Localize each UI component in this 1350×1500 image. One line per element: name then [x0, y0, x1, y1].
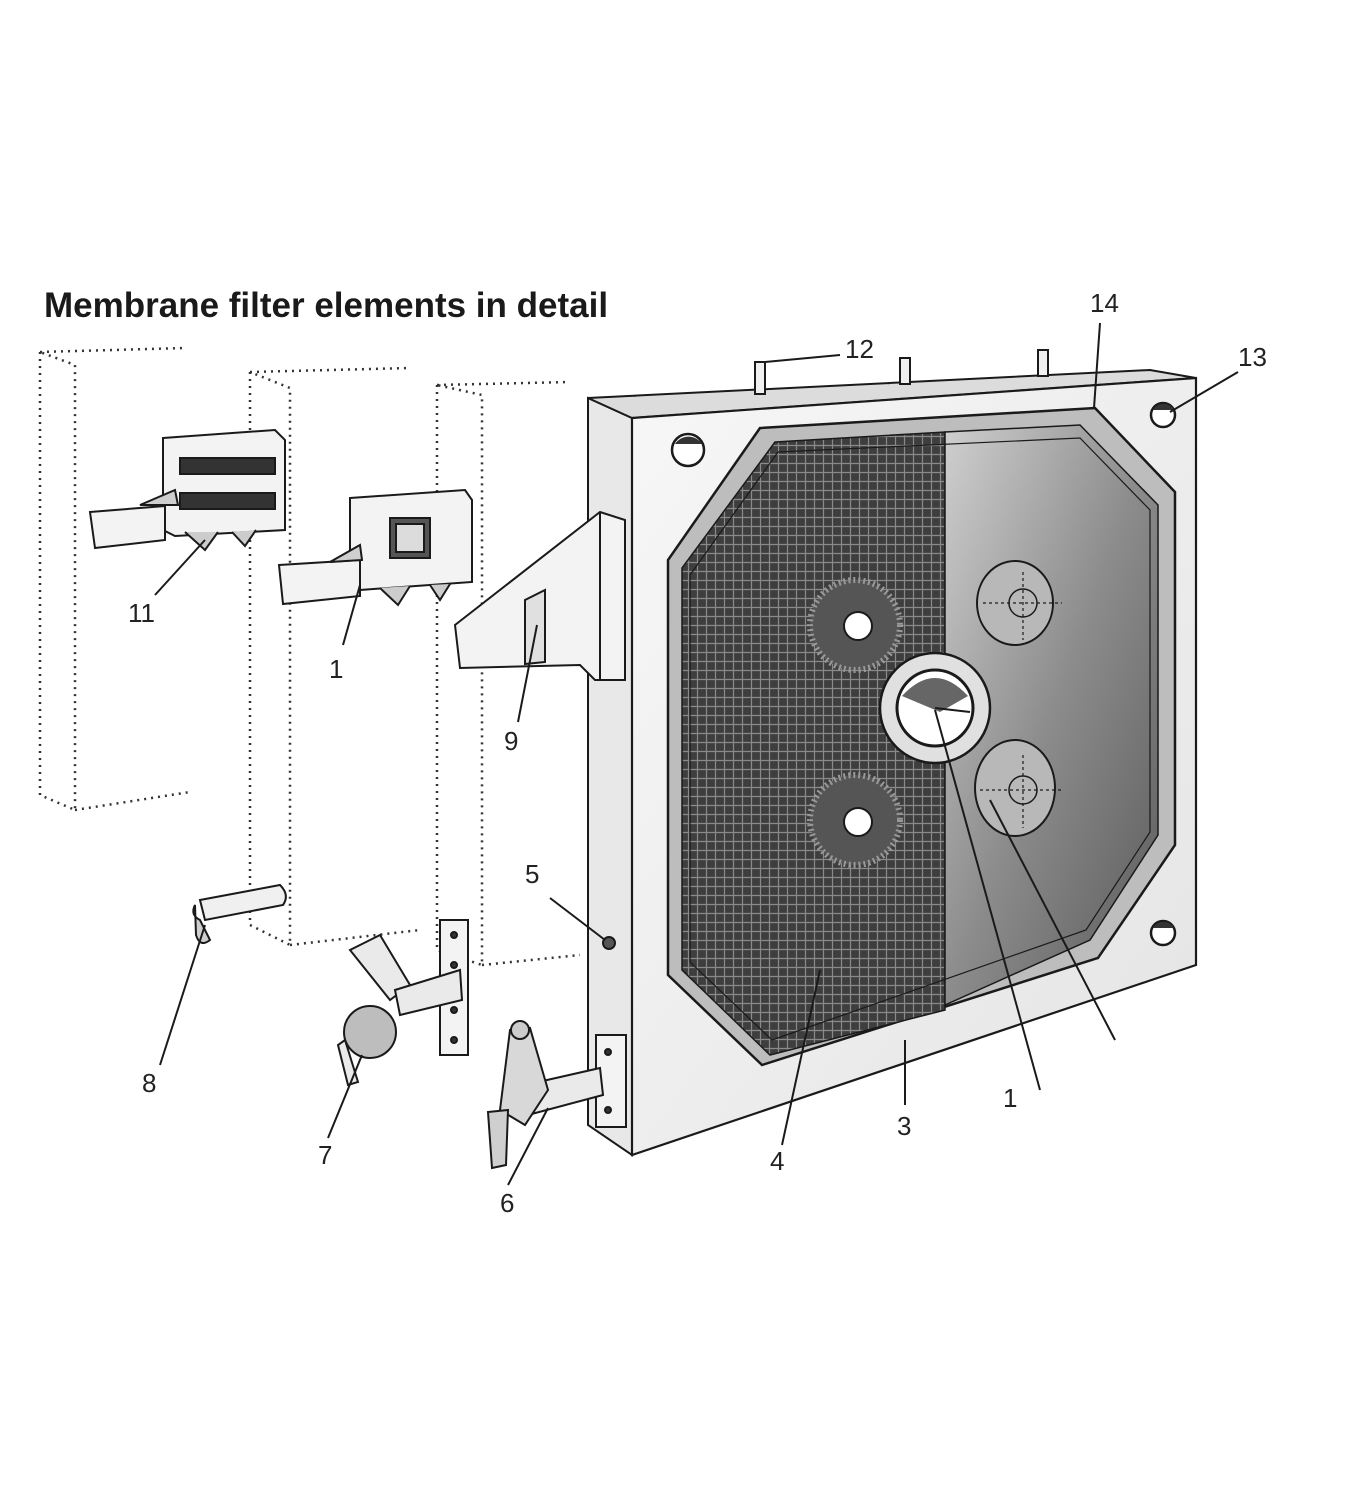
corner-hole-icon	[670, 432, 706, 468]
callout-13: 13	[1238, 342, 1267, 372]
drain-port-icon	[807, 577, 903, 673]
drain-port-icon	[807, 772, 903, 868]
diagram-title: Membrane filter elements in detail	[44, 286, 609, 325]
center-feed-hole-icon	[878, 651, 992, 765]
callout-5: 5	[525, 859, 539, 889]
callout-6: 6	[500, 1188, 514, 1218]
callout-3: 3	[897, 1111, 911, 1141]
callout-14: 14	[1090, 288, 1119, 318]
support-boss-icon	[976, 560, 1062, 646]
callout-7: 7	[318, 1140, 332, 1170]
plate-handle-1	[277, 488, 473, 607]
plate-handle-11	[88, 428, 286, 552]
corner-hole-icon	[1149, 919, 1177, 947]
lever-handle-7	[336, 919, 469, 1087]
filter-plate	[587, 349, 1198, 1157]
top-connector-icon	[754, 349, 1049, 395]
callout-4: 4	[770, 1146, 784, 1176]
dotted-outline-blocks	[38, 346, 581, 967]
callout-9: 9	[504, 726, 518, 756]
corner-hole-icon	[1149, 401, 1177, 429]
roller-pin-8	[192, 883, 287, 945]
latch-cylinder-6	[486, 1020, 627, 1170]
callout-1-handle: 1	[329, 654, 343, 684]
support-boss-icon	[974, 739, 1062, 837]
callout-1-plate: 1	[1003, 1083, 1017, 1113]
callout-11: 11	[128, 598, 155, 628]
leader-lines	[154, 322, 1239, 1186]
callout-12: 12	[845, 334, 874, 364]
side-bracket-9	[453, 510, 626, 681]
side-port-icon	[602, 936, 616, 950]
callout-labels: 14 12 13 11 1 9 5 8 7 6 4 3 1	[128, 288, 1267, 1218]
callout-8: 8	[142, 1068, 156, 1098]
